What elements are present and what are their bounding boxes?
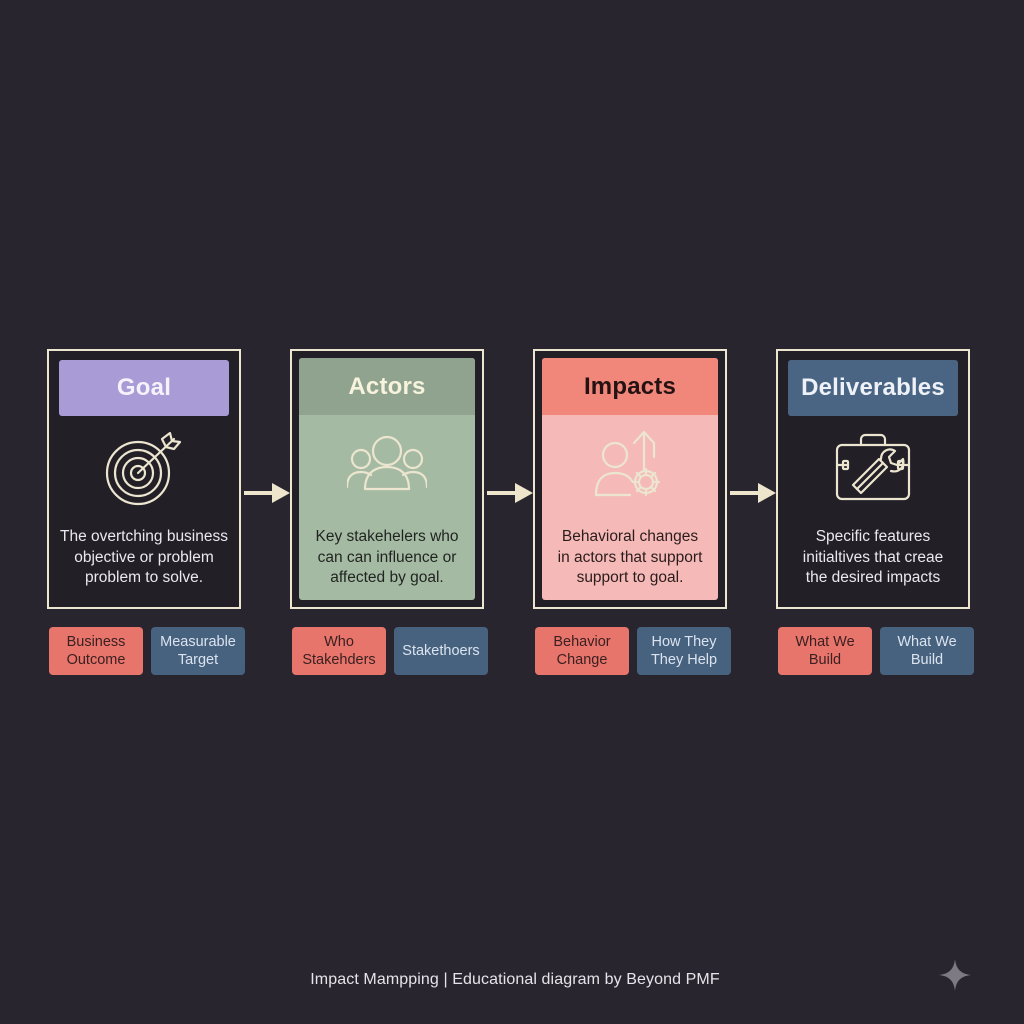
impacts-card-body: Impacts Behavioral changes in actors tha…	[542, 358, 718, 600]
impacts-tag-how-they-help: How They They Help	[637, 627, 731, 675]
goal-description: The overtching business objective or pro…	[59, 528, 228, 586]
deliverables-description: Specific features initialtives that crea…	[802, 528, 944, 586]
goal-card-body: Goal The overtching business objective o…	[49, 351, 239, 607]
deliverables-card: Deliverables Specific features initialti…	[776, 349, 970, 609]
actors-card: Actors Key stakehelers who can can influ…	[290, 349, 484, 609]
target-arrow-icon	[104, 429, 184, 509]
toolbox-wrench-icon	[833, 429, 913, 509]
actors-description: Key stakehelers who can can influence or…	[315, 528, 459, 586]
goal-card: Goal The overtching business objective o…	[47, 349, 241, 609]
impacts-tag-behavior-change: Behavior Change	[535, 627, 629, 675]
arrow-goal-to-actors	[244, 482, 290, 504]
actors-card-body: Actors Key stakehelers who can can influ…	[299, 358, 475, 600]
impacts-card: Impacts Behavioral changes in actors tha…	[533, 349, 727, 609]
impacts-description: Behavioral changes in actors that suppor…	[557, 528, 703, 586]
impacts-header: Impacts	[542, 358, 718, 415]
goal-tag-business-outcome: Business Outcome	[49, 627, 143, 675]
deliverables-header: Deliverables	[788, 360, 958, 416]
actors-header: Actors	[299, 358, 475, 415]
deliverables-tag-what-we-build-2: What We Build	[880, 627, 974, 675]
sparkle-icon	[938, 958, 972, 992]
goal-tag-measurable-target: Measurable Target	[151, 627, 245, 675]
actors-tag-who: Who Stakehders	[292, 627, 386, 675]
arrow-impacts-to-deliverables	[730, 482, 776, 504]
deliverables-card-body: Deliverables Specific features initialti…	[778, 351, 968, 607]
deliverables-tag-what-we-build: What We Build	[778, 627, 872, 675]
person-gear-arrow-icon	[590, 427, 670, 507]
people-group-icon	[347, 427, 427, 507]
footer-caption: Impact Mampping | Educational diagram by…	[310, 971, 720, 988]
arrow-actors-to-impacts	[487, 482, 533, 504]
goal-header: Goal	[59, 360, 229, 416]
actors-tag-stakeholders: Stakethoers	[394, 627, 488, 675]
